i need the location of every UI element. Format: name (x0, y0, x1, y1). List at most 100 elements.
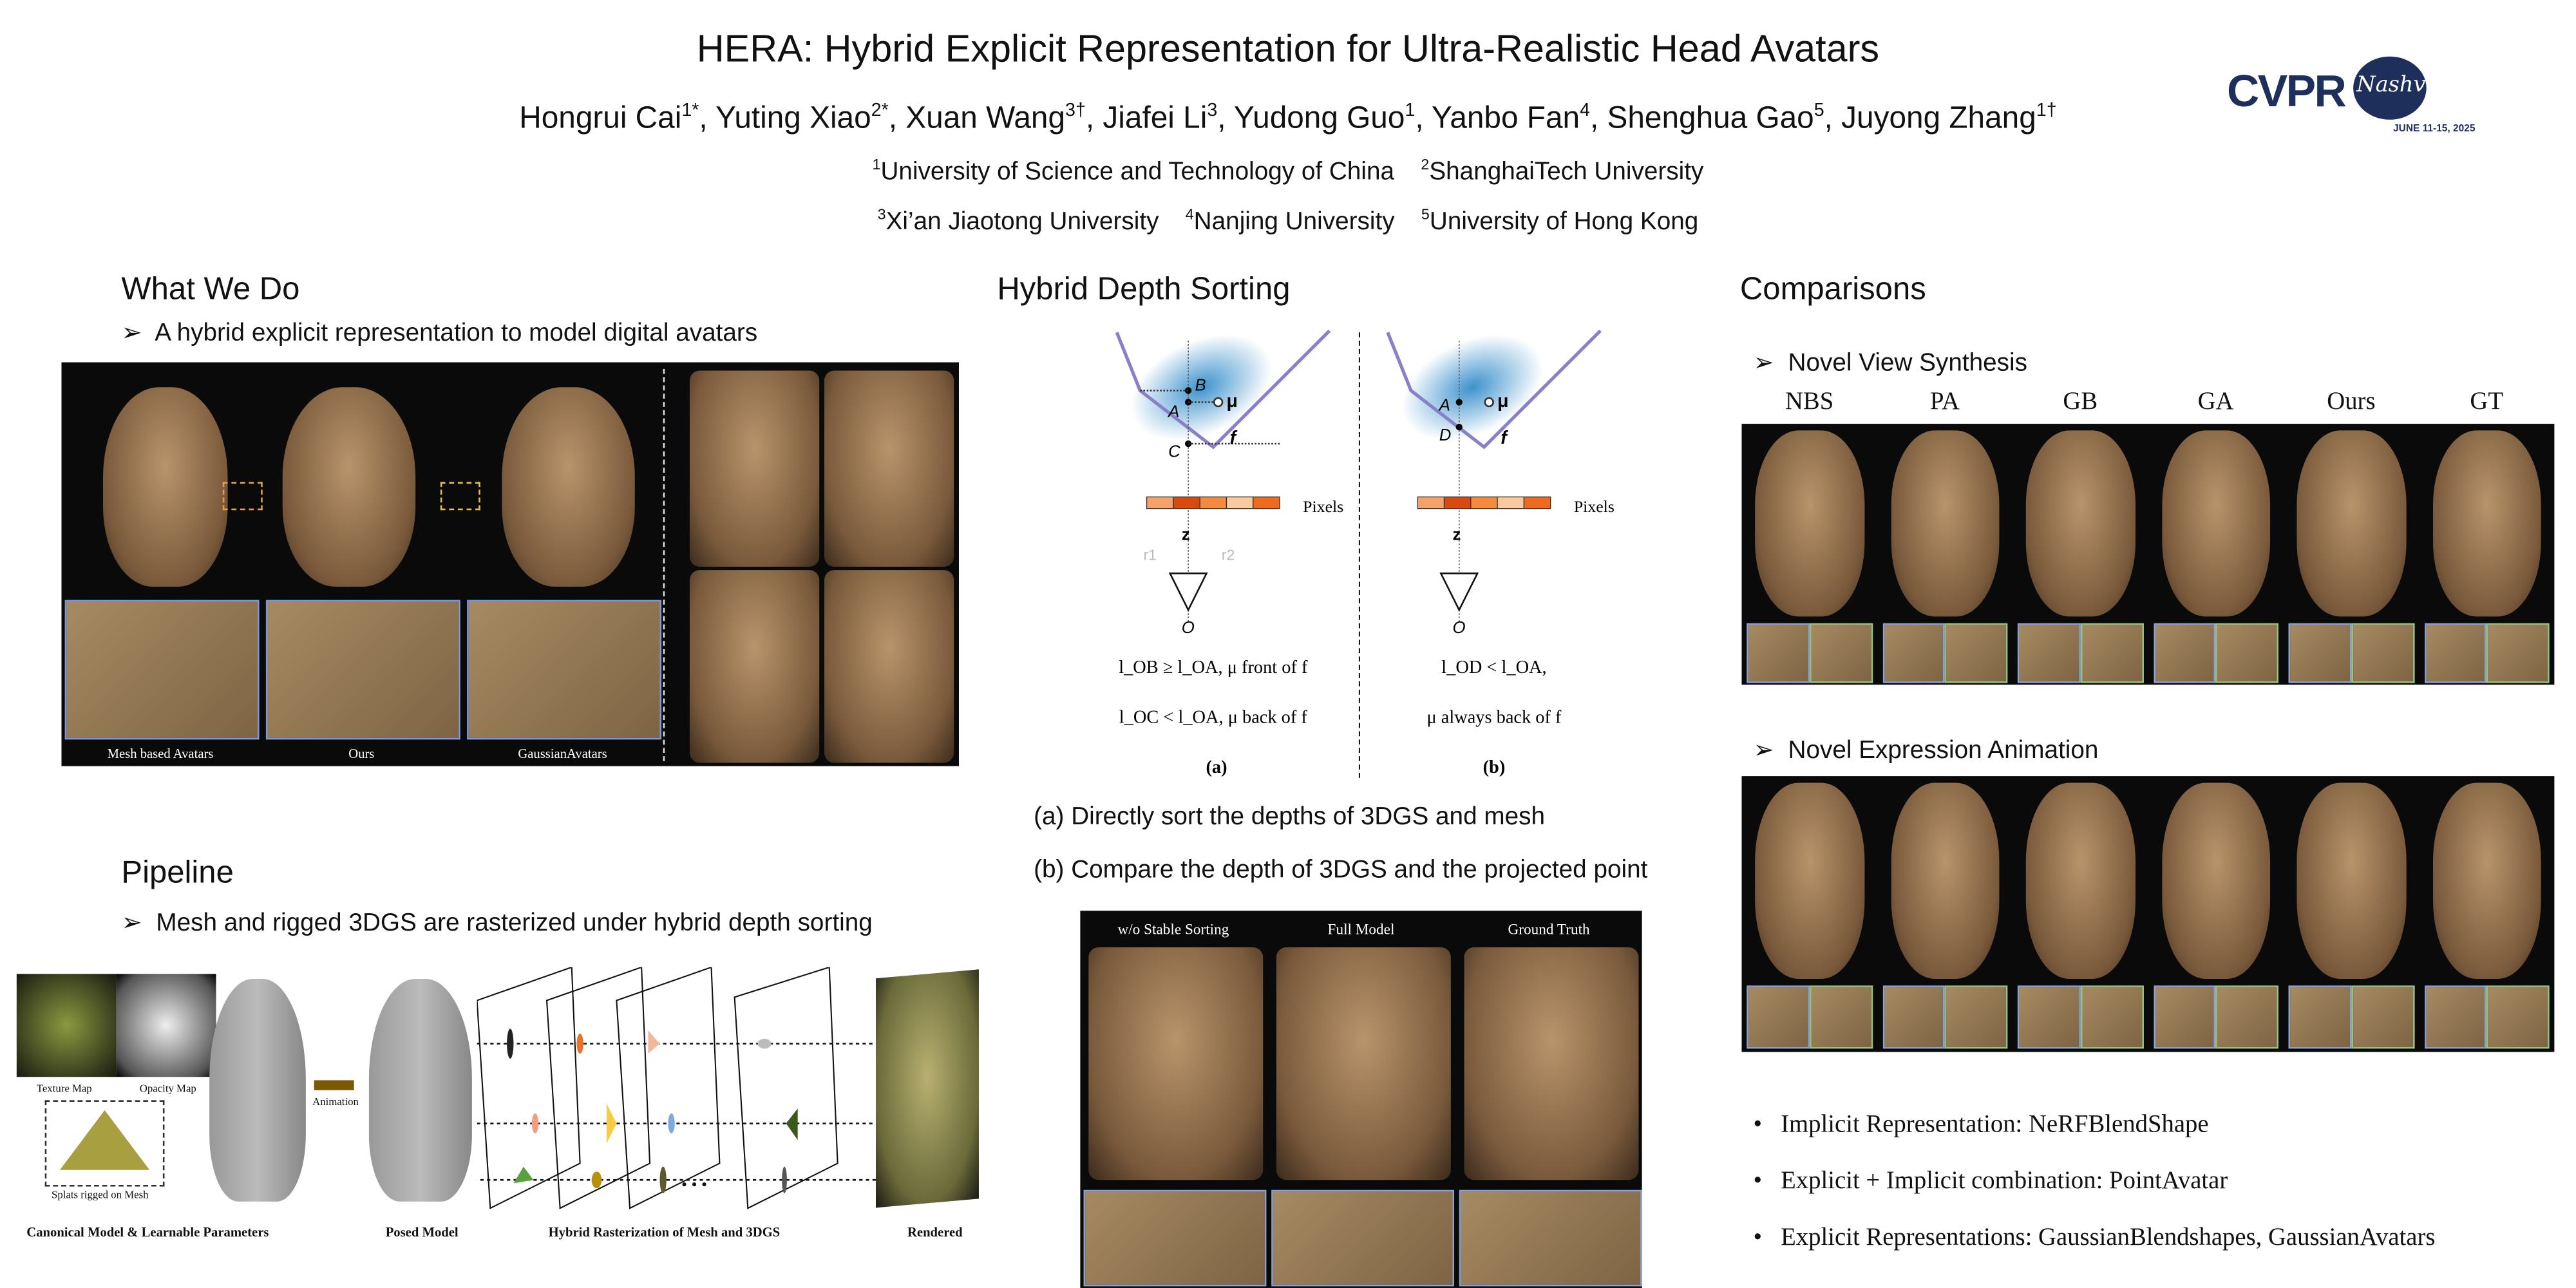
nvs-render (2432, 430, 2541, 617)
nea-render (2432, 782, 2541, 979)
crop-full-model (1271, 1189, 1455, 1287)
nea-crop-1 (1747, 985, 1810, 1049)
nvs-crop-skin (2080, 623, 2143, 683)
pixel-cell (1443, 496, 1472, 509)
label-splats: Splats rigged on Mesh (51, 1189, 149, 1202)
bullet-text: Implicit Representation: NeRFBlendShape (1781, 1112, 2209, 1139)
render-ground-truth (1464, 947, 1639, 1180)
nea-crop-2 (2486, 985, 2550, 1049)
depth-sorting-diagram: B A C μ f Pixels z r1 r2 O l_OB ≥ l_OA, … (1115, 329, 1615, 781)
cvpr-logo: CVPR Nashville JUNE 11-15, 2025 (2227, 56, 2543, 143)
nvs-crop-skin (1809, 623, 1873, 683)
crop-ground-truth (1459, 1189, 1642, 1287)
comparisons-heading: Comparisons (1739, 272, 1926, 308)
nea-render (2297, 782, 2406, 979)
affiliation: 1University of Science and Technology of… (872, 156, 1395, 186)
caption-a: (a) Directly sort the depths of 3DGS and… (1034, 802, 1546, 831)
panel-a-condition-2: l_OC < l_OA, μ back of f (1119, 708, 1308, 728)
avatar-render-mesh (102, 387, 228, 587)
nea-crop-1 (1882, 985, 1945, 1049)
avatar-render-ours (282, 387, 416, 587)
method-bullet: • Explicit Representations: GaussianBlen… (1753, 1224, 2436, 1252)
z-label: z (1182, 526, 1190, 544)
bullet-text: Novel Expression Animation (1788, 736, 2099, 765)
caption-b: (b) Compare the depth of 3DGS and the pr… (1034, 856, 1648, 884)
author: Jiafei Li3, (1103, 99, 1234, 135)
author-name: Juyong Zhang (1841, 99, 2036, 135)
author-affiliation-mark: 1* (681, 101, 699, 121)
nea-crop-1 (2423, 985, 2487, 1049)
author-list: Hongrui Cai1*, Yuting Xiao2*, Xuan Wang3… (0, 100, 2576, 137)
nvs-crop-skin (2215, 623, 2279, 683)
label-canonical: Canonical Model & Learnable Parameters (26, 1224, 269, 1240)
r1-label: r1 (1143, 547, 1157, 564)
ellipsis: • • • (681, 1177, 708, 1195)
label-full-model: Full Model (1327, 920, 1395, 938)
column-header: GA (2197, 388, 2234, 416)
point-c-label: C (1168, 443, 1180, 461)
r2-label: r2 (1222, 547, 1235, 564)
sample-face-4 (824, 570, 954, 763)
logo-date: JUNE 11-15, 2025 (2393, 124, 2476, 135)
origin-label: O (1182, 619, 1195, 637)
pixel-cell (1470, 496, 1498, 509)
zoom-crop-ours (265, 600, 460, 740)
guitar-icon (2353, 56, 2427, 120)
label-animation: Animation (312, 1097, 359, 1109)
author-name: Hongrui Cai (519, 99, 682, 135)
author: Shenghua Gao5, (1607, 99, 1842, 135)
sample-face-2 (824, 370, 954, 567)
bullet-text: Explicit + Implicit combination: PointAv… (1781, 1168, 2228, 1195)
affiliation-number: 1 (872, 156, 881, 173)
render-full-model (1276, 947, 1451, 1180)
divider (663, 368, 665, 761)
logo-script: Nashville (2356, 73, 2459, 99)
comparison-figure: Mesh based Avatars Ours GaussianAvatars (61, 362, 960, 766)
zoom-crop-mesh (64, 600, 260, 740)
author: Xuan Wang3†, (905, 99, 1103, 135)
bullet-text: Explicit Representations: GaussianBlends… (1781, 1224, 2436, 1252)
bullet-text: A hybrid explicit representation to mode… (155, 319, 758, 348)
poster-title: HERA: Hybrid Explicit Representation for… (696, 26, 1880, 70)
nea-render (1890, 782, 2000, 979)
affiliation: 4Nanjing University (1186, 206, 1395, 236)
bullet-text: Mesh and rigged 3DGS are rasterized unde… (156, 909, 873, 938)
rasterization-planes (477, 967, 876, 1209)
sample-face-1 (689, 370, 820, 567)
affiliation: 2ShanghaiTech University (1421, 156, 1703, 186)
panel-b-label: (b) (1483, 757, 1506, 777)
label-wo-stable-sorting: w/o Stable Sorting (1117, 920, 1229, 938)
origin-label: O (1452, 619, 1465, 637)
nea-render (2161, 782, 2271, 979)
opacity-map (116, 974, 216, 1077)
panel-b: A D μ f Pixels z O l_OD < l_OA, μ always… (1386, 329, 1615, 777)
mu-label: μ (1497, 391, 1508, 412)
arrow-right-icon (222, 482, 263, 511)
nea-render (2025, 782, 2135, 979)
nea-crop-1 (2288, 985, 2351, 1049)
point-a-label: A (1167, 403, 1179, 421)
method-bullet: • Explicit + Implicit combination: Point… (1753, 1168, 2228, 1195)
nvs-crop-mouth (2017, 623, 2081, 683)
logo-text: CVPR (2227, 66, 2347, 117)
author-name: Shenghua Gao (1607, 99, 1814, 135)
label-rendered: Rendered (907, 1224, 963, 1240)
sample-face-3 (689, 570, 820, 763)
author-affiliation-mark: 3 (1207, 101, 1218, 121)
nvs-crop-mouth (2423, 623, 2487, 683)
affiliation-number: 5 (1421, 205, 1430, 223)
column-header: GT (2470, 388, 2504, 416)
what-we-do-heading: What We Do (121, 272, 300, 308)
author-name: Jiafei Li (1103, 99, 1208, 135)
label-gaussian-avatars: GaussianAvatars (518, 746, 607, 761)
f-label: f (1230, 428, 1238, 448)
nvs-render (2025, 430, 2135, 617)
zoom-crop-gaussian (467, 600, 662, 740)
affiliations-line-1: 1University of Science and Technology of… (0, 156, 2576, 186)
author: Juyong Zhang1† (1841, 100, 2056, 135)
nvs-crop-skin (2351, 623, 2414, 683)
label-mesh-avatars: Mesh based Avatars (107, 746, 214, 761)
panel-a-label: (a) (1206, 757, 1227, 777)
author-affiliation-mark: 1† (2036, 101, 2057, 121)
